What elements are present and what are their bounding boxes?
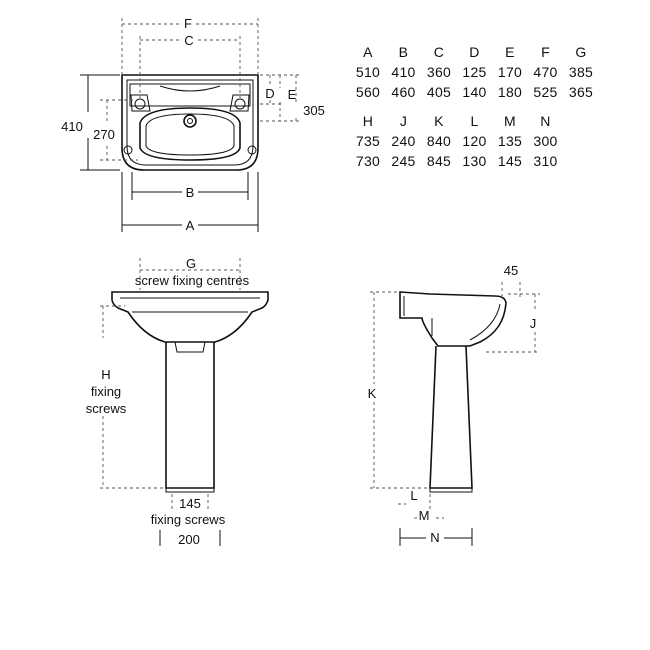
table-header-f: F	[541, 44, 550, 60]
front-view-dimensions	[100, 258, 241, 546]
label-fixing: fixing	[91, 384, 121, 399]
table-cell: 735	[356, 133, 380, 149]
table-cell: 460	[391, 84, 415, 100]
table-cell: 405	[427, 84, 451, 100]
table-cell: 845	[427, 153, 451, 169]
dimension-table-h-n: H J K L M N 735 240 840 120 135 300 730 245 845 130 145 3…	[356, 113, 557, 169]
table-header-d: D	[469, 44, 479, 60]
table-cell: 180	[498, 84, 522, 100]
table-cell: 525	[533, 84, 557, 100]
front-view-labels: G screw fixing centres H fixing screws 1…	[86, 256, 250, 547]
label-410: 410	[61, 119, 83, 134]
table-cell: 125	[462, 64, 486, 80]
table-header-j: J	[400, 113, 407, 129]
table-header-e: E	[505, 44, 515, 60]
side-view-dimensions	[370, 282, 540, 546]
front-view-basin-pedestal	[111, 291, 269, 493]
label-305: 305	[303, 103, 325, 118]
side-view-basin-pedestal	[399, 291, 507, 493]
label-screw-fixing-centres: screw fixing centres	[135, 273, 250, 288]
table-header-m: M	[504, 113, 516, 129]
label-G: G	[186, 256, 196, 271]
label-145: 145	[179, 496, 201, 511]
table-header-b: B	[399, 44, 409, 60]
table-header-n: N	[540, 113, 550, 129]
table-cell: 510	[356, 64, 380, 80]
label-M: M	[419, 508, 430, 523]
label-N: N	[430, 530, 439, 545]
table-header-a: A	[363, 44, 373, 60]
label-B: B	[186, 185, 195, 200]
label-H: H	[101, 367, 110, 382]
table-cell: 140	[462, 84, 486, 100]
label-270: 270	[93, 127, 115, 142]
table-cell: 135	[498, 133, 522, 149]
table-header-c: C	[434, 44, 444, 60]
table-cell: 360	[427, 64, 451, 80]
label-L: L	[410, 488, 417, 503]
table-header-k: K	[434, 113, 444, 129]
label-D: D	[265, 86, 274, 101]
label-fixing-screws: fixing screws	[151, 512, 226, 527]
table-cell: 245	[391, 153, 415, 169]
label-C: C	[184, 33, 193, 48]
label-K: K	[368, 386, 377, 401]
label-F: F	[184, 16, 192, 31]
table-header-h: H	[363, 113, 373, 129]
label-screws: screws	[86, 401, 127, 416]
top-view-dimensions	[80, 18, 300, 232]
table-cell: 300	[533, 133, 557, 149]
top-view-basin	[121, 74, 259, 171]
label-45: 45	[504, 263, 518, 278]
table-cell: 730	[356, 153, 380, 169]
table-cell: 120	[462, 133, 486, 149]
label-A: A	[186, 218, 195, 233]
side-view-labels: 45 J K L M N	[368, 263, 537, 545]
table-cell: 840	[427, 133, 451, 149]
table-cell: 310	[533, 153, 557, 169]
table-header-l: L	[470, 113, 478, 129]
dimension-table-a-g: A B C D E F G 510 410 360 125 170 470 385 560 460 405 140…	[356, 44, 593, 100]
table-cell: 560	[356, 84, 380, 100]
label-200: 200	[178, 532, 200, 547]
table-cell: 410	[391, 64, 415, 80]
top-view-labels: F C D E 305 410 270 B A	[61, 16, 325, 233]
table-cell: 170	[498, 64, 522, 80]
table-cell: 365	[569, 84, 593, 100]
table-cell: 470	[533, 64, 557, 80]
table-cell: 385	[569, 64, 593, 80]
table-cell: 130	[462, 153, 486, 169]
table-cell: 145	[498, 153, 522, 169]
table-header-g: G	[575, 44, 586, 60]
label-J: J	[530, 316, 537, 331]
label-E: E	[288, 87, 297, 102]
table-cell: 240	[391, 133, 415, 149]
